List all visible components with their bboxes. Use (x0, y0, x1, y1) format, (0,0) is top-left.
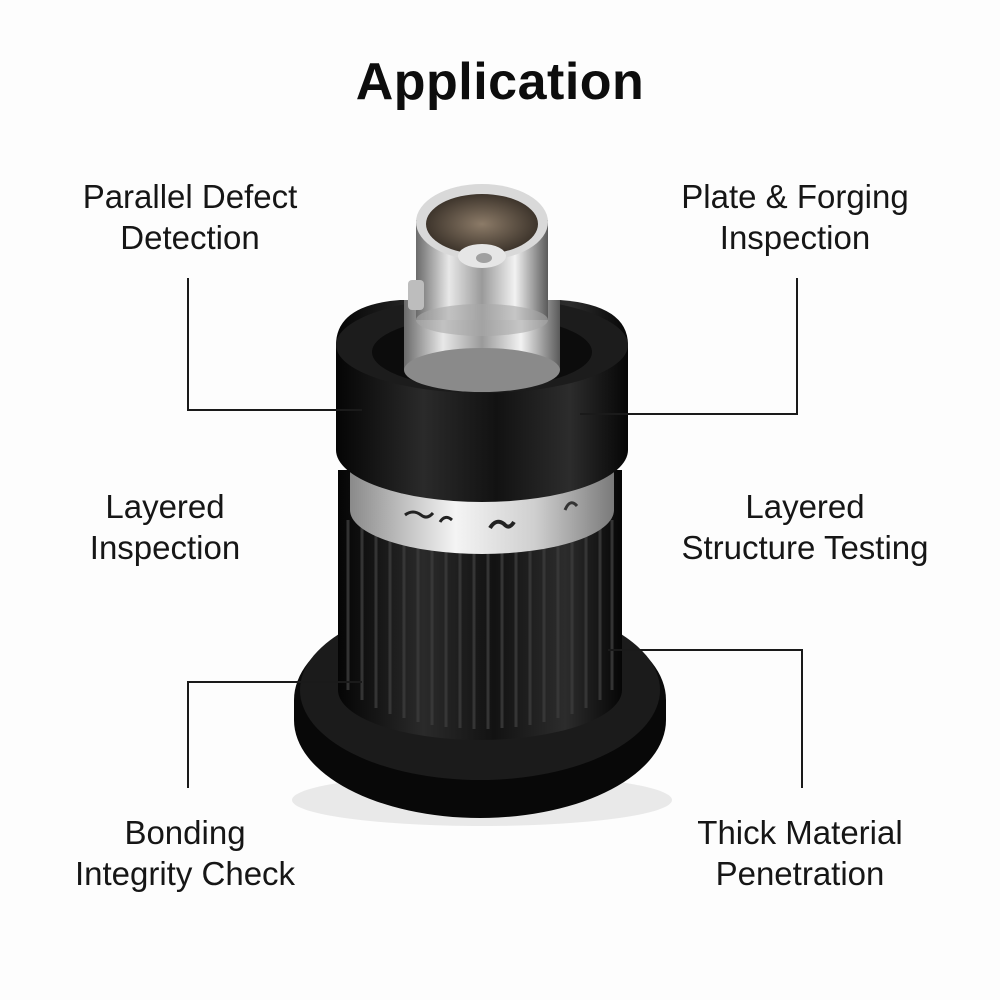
callout-plate-forging-inspection: Plate & Forging Inspection (640, 176, 950, 258)
callout-layered-structure-testing: Layered Structure Testing (650, 486, 960, 568)
callout-layered-inspection: Layered Inspection (40, 486, 290, 568)
callout-line-bonding-integrity (187, 681, 362, 788)
callout-line-plate-forging (580, 278, 798, 415)
callout-parallel-defect-detection: Parallel Defect Detection (40, 176, 340, 258)
callout-line2: Inspection (89, 529, 241, 566)
callout-line2: Inspection (719, 219, 871, 256)
callout-line1: Thick Material (697, 814, 903, 851)
callout-line1: Layered (745, 488, 865, 525)
callout-line1: Plate & Forging (681, 178, 909, 215)
callout-line2: Integrity Check (74, 855, 296, 892)
callout-line2: Detection (120, 219, 260, 256)
callout-line-parallel-defect (187, 278, 362, 411)
callout-thick-material-penetration: Thick Material Penetration (660, 812, 940, 894)
bnc-connector (404, 184, 560, 392)
callout-line2: Penetration (715, 855, 885, 892)
callout-line-thick-material (608, 649, 803, 788)
page-title: Application (355, 53, 645, 111)
callout-line1: Parallel Defect (82, 178, 298, 215)
callout-line1: Bonding (124, 814, 246, 851)
callout-line1: Layered (105, 488, 225, 525)
callout-bonding-integrity-check: Bonding Integrity Check (40, 812, 330, 894)
callout-line2: Structure Testing (681, 529, 929, 566)
